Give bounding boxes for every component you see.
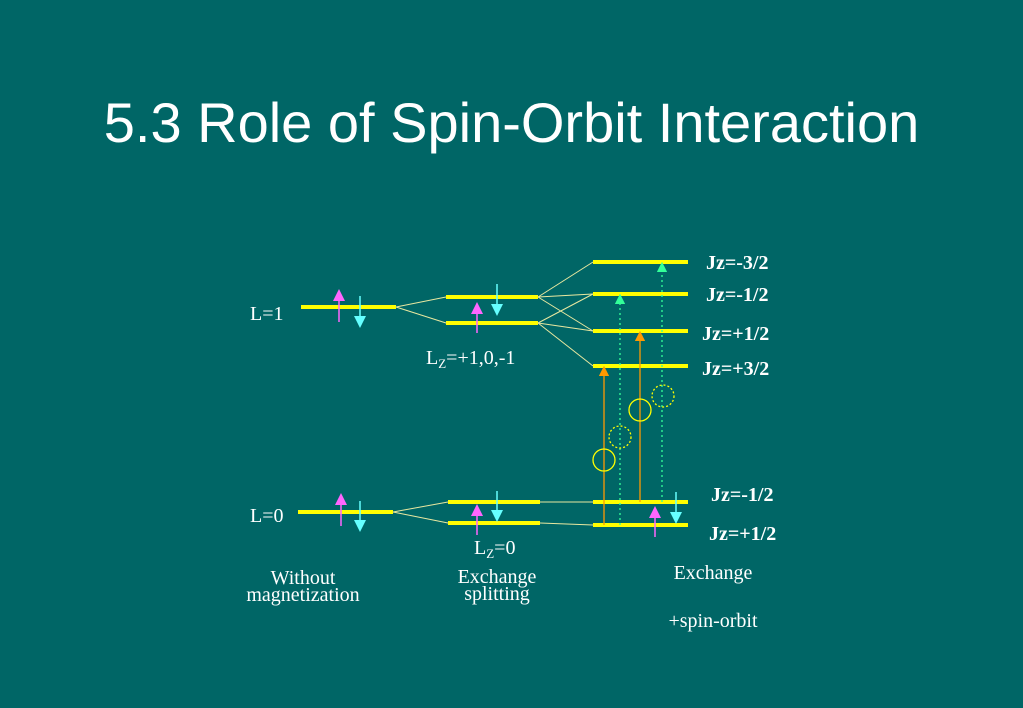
label-jz-p12-p: Jz=+1/2 [702, 323, 769, 345]
energy-levels [298, 260, 688, 527]
caption-without-line2: magnetization [246, 584, 359, 606]
circle-solid-1 [592, 448, 616, 472]
slide-title: 5.3 Role of Spin-Orbit Interaction [103, 91, 920, 154]
label-lz-p: LZ=+1,0,-1 [426, 347, 515, 371]
connector-lower-jz-p12 [537, 322, 594, 332]
polarization-circles [592, 384, 675, 472]
label-jz-m12-s: Jz=-1/2 [711, 484, 774, 506]
label-jz-m32: Jz=-3/2 [706, 252, 769, 274]
label-l1: L=1 [250, 303, 284, 325]
label-lz-s-sub: Z [486, 546, 494, 561]
label-lz-s: LZ=0 [474, 537, 515, 561]
label-jz-p12-s: Jz=+1/2 [709, 523, 776, 545]
connector-upper-jz-m32 [537, 261, 594, 298]
spin-arrows [333, 284, 682, 537]
connector-l1-lower [395, 306, 447, 324]
label-jz-m12-p: Jz=-1/2 [706, 284, 769, 306]
caption-so-line2: +spin-orbit [668, 610, 757, 632]
caption-so-line1: Exchange [674, 562, 753, 584]
connector-l0-lower [392, 511, 449, 524]
label-l0: L=0 [250, 505, 284, 527]
circle-solid-2 [628, 398, 652, 422]
connector-s-lower [539, 522, 594, 526]
connector-lower-jz-m12 [537, 293, 594, 324]
label-jz-p32: Jz=+3/2 [702, 358, 769, 380]
label-lz-s-vals: =0 [494, 537, 515, 559]
connector-l1-upper [395, 296, 447, 308]
caption-without-line1: Without [271, 567, 336, 589]
connector-l0-upper [392, 501, 449, 513]
connector-upper-jz-m12 [537, 293, 594, 298]
caption-exchange-line2: splitting [464, 583, 530, 605]
label-lz-p-sub: Z [438, 356, 446, 371]
connectors [392, 261, 594, 526]
label-lz-p-vals: =+1,0,-1 [446, 347, 515, 369]
label-lz-s-main: L [474, 537, 486, 559]
connector-lower-jz-p32 [537, 322, 594, 367]
caption-exchange-line1: Exchange [458, 566, 537, 588]
circle-dotted-2 [651, 384, 675, 408]
transitions [598, 261, 668, 525]
circle-dotted-1 [608, 425, 632, 449]
label-lz-p-main: L [426, 347, 438, 369]
connector-upper-jz-p12 [537, 296, 594, 332]
